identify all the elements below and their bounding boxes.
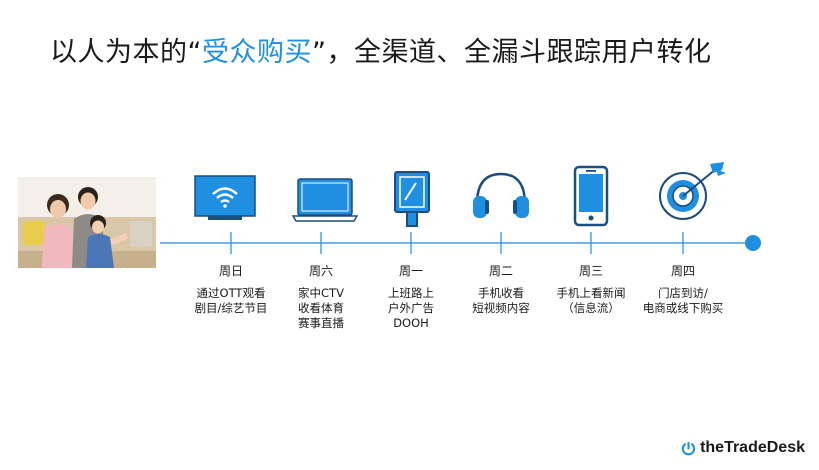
smartphone-icon [573,165,609,227]
target-icon [659,162,726,220]
stage-desc-6: 门店到访/电商或线下购买 [642,286,724,315]
logo-text: theTradeDesk [700,439,805,456]
page-title: 以人为本的“受众购买”，全渠道、全漏斗跟踪用户转化 [50,30,712,69]
laptop-icon [292,178,358,222]
title-prefix: 以人为本的“ [50,37,202,68]
stage-day-1: 周日 [218,264,243,278]
stage-desc-4: 手机收看短视频内容 [472,286,530,315]
stage-day-5: 周三 [578,264,603,278]
headphones-icon [473,172,529,218]
family-photo [18,177,156,268]
title-suffix: ”，全渠道、全漏斗跟踪用户转化 [312,37,712,68]
stage-day-4: 周二 [488,264,513,278]
tradedesk-logo-icon [681,441,696,455]
stage-desc-5: 手机上看新闻（信息流） [556,286,626,315]
outdoor-billboard-icon [394,171,430,227]
stage-desc-1: 通过OTT观看剧目/综艺节目 [194,286,268,315]
timeline-end-dot [745,235,761,251]
smart-tv-icon [194,175,256,220]
family-watching-tv-image [18,177,156,268]
stage-day-3: 周一 [398,264,423,278]
title-highlight: 受众购买 [202,37,312,68]
stage-day-6: 周四 [670,264,695,278]
tradedesk-logo: theTradeDesk [681,439,805,457]
stage-day-2: 周六 [308,264,333,278]
